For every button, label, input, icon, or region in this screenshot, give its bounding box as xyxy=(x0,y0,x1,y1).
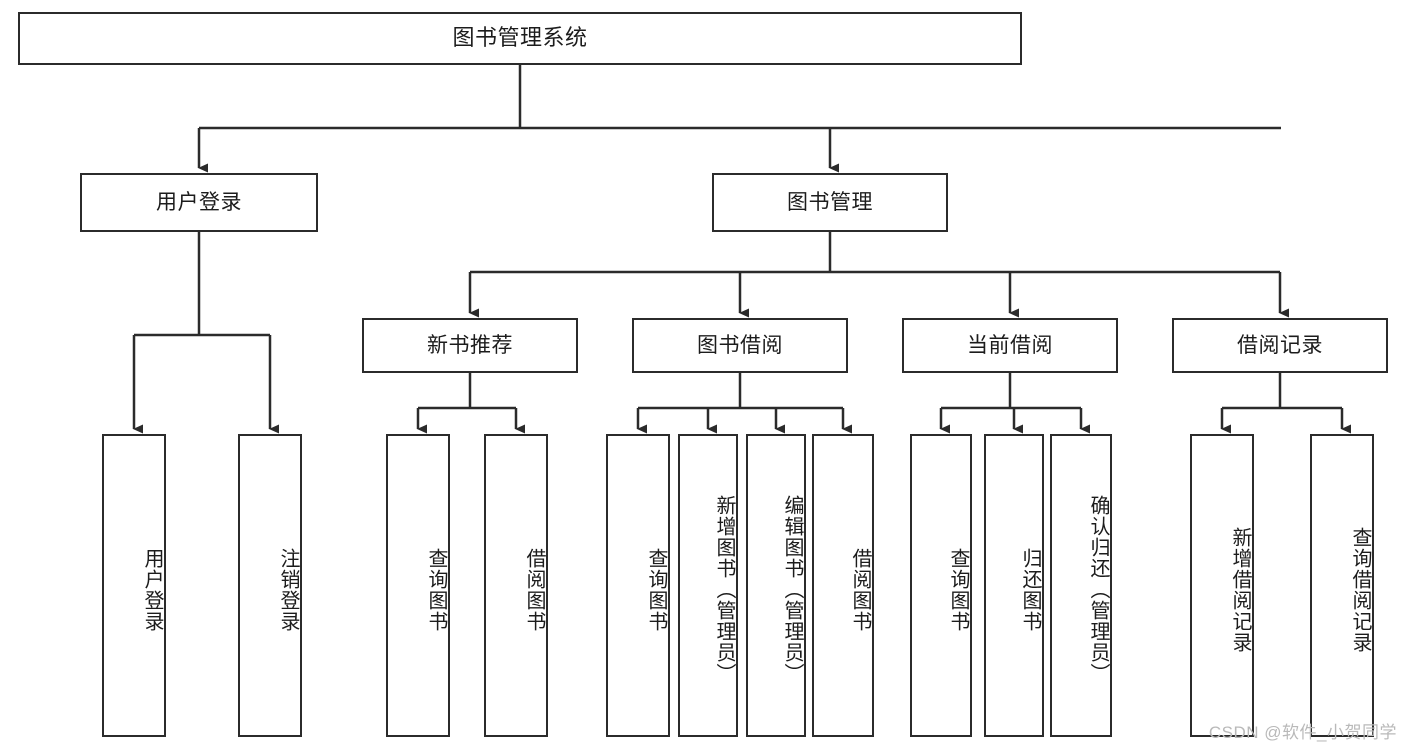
leaf-borrow-book-recommend[interactable]: 借阅图书 xyxy=(484,434,548,737)
leaf-logout[interactable]: 注销登录 xyxy=(238,434,302,737)
leaf-borrow-book[interactable]: 借阅图书 xyxy=(812,434,874,737)
leaf-edit-book-admin[interactable]: 编辑图书（管理员） xyxy=(746,434,806,737)
leaf-confirm-return-admin[interactable]: 确认归还（管理员） xyxy=(1050,434,1112,737)
leaf-query-book-current[interactable]: 查询图书 xyxy=(910,434,972,737)
leaf-query-borrow-record[interactable]: 查询借阅记录 xyxy=(1310,434,1374,737)
node-current-borrow[interactable]: 当前借阅 xyxy=(902,318,1118,373)
node-book-borrow[interactable]: 图书借阅 xyxy=(632,318,848,373)
leaf-query-book-recommend[interactable]: 查询图书 xyxy=(386,434,450,737)
leaf-user-login[interactable]: 用户登录 xyxy=(102,434,166,737)
node-root[interactable]: 图书管理系统 xyxy=(18,12,1022,65)
node-user-login[interactable]: 用户登录 xyxy=(80,173,318,232)
node-book-management[interactable]: 图书管理 xyxy=(712,173,948,232)
node-borrow-records[interactable]: 借阅记录 xyxy=(1172,318,1388,373)
node-new-book-recommend[interactable]: 新书推荐 xyxy=(362,318,578,373)
csdn-watermark: CSDN @软件_小贺同学 xyxy=(1208,723,1397,742)
leaf-add-borrow-record[interactable]: 新增借阅记录 xyxy=(1190,434,1254,737)
leaf-return-book[interactable]: 归还图书 xyxy=(984,434,1044,737)
leaf-add-book-admin[interactable]: 新增图书（管理员） xyxy=(678,434,738,737)
leaf-query-book-borrow[interactable]: 查询图书 xyxy=(606,434,670,737)
